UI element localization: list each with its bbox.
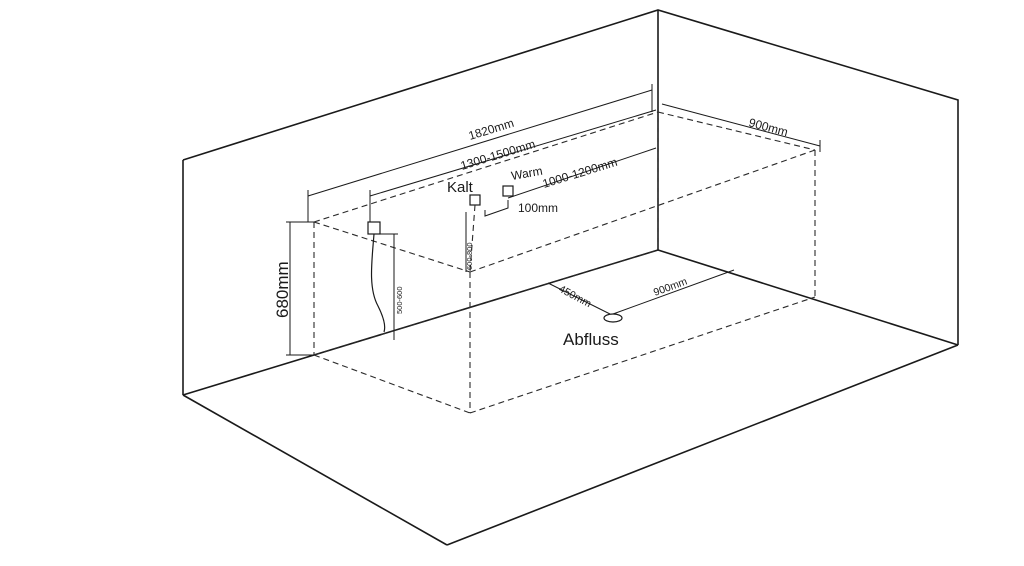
tub-top-right — [657, 111, 816, 151]
label-drain-offset-side: 450mm — [557, 283, 594, 310]
label-height: 680mm — [273, 261, 292, 318]
drain-icon — [603, 313, 623, 323]
tub-top-back — [313, 111, 659, 223]
room-outline — [182, 9, 959, 546]
floor-back-right-edge — [657, 249, 959, 346]
warm-connector-icon — [502, 185, 514, 197]
label-pipe-height-left: 500-600 — [395, 286, 404, 314]
tub-bottom-left — [313, 354, 471, 414]
dimension-height: 680mm — [273, 221, 314, 356]
floor-front-edge — [182, 394, 448, 546]
label-width: 900mm — [747, 115, 789, 139]
label-spacing: 100mm — [518, 201, 558, 215]
label-drain-offset-long: 900mm — [652, 275, 689, 298]
tub-bottom-front — [469, 296, 816, 414]
overflow-fitting: 500-600 — [367, 221, 404, 340]
label-overall-length: 1820mm — [467, 116, 516, 143]
fitting-icon — [367, 221, 381, 235]
label-cold-range: 1000-1200mm — [541, 155, 619, 191]
label-warm: Warm — [510, 164, 544, 183]
dimension-width: 900mm — [661, 103, 821, 152]
hose-icon — [370, 233, 386, 333]
back-wall-edge — [182, 9, 959, 345]
label-drain: Abfluss — [563, 330, 619, 349]
tub-top-left — [313, 221, 471, 273]
label-pipe-height-right: 600-800 — [465, 242, 474, 270]
floor-right-edge — [446, 344, 959, 546]
tub-top-front — [469, 149, 816, 273]
label-cold: Kalt — [447, 179, 474, 196]
drain: 450mm 900mm Abfluss — [547, 269, 735, 349]
dimension-pipe-height-right: 600-800 — [465, 212, 474, 272]
cold-connector-icon — [469, 194, 481, 206]
bathtub-outline — [313, 111, 816, 414]
water-connectors: Kalt Warm 100mm — [447, 164, 558, 273]
